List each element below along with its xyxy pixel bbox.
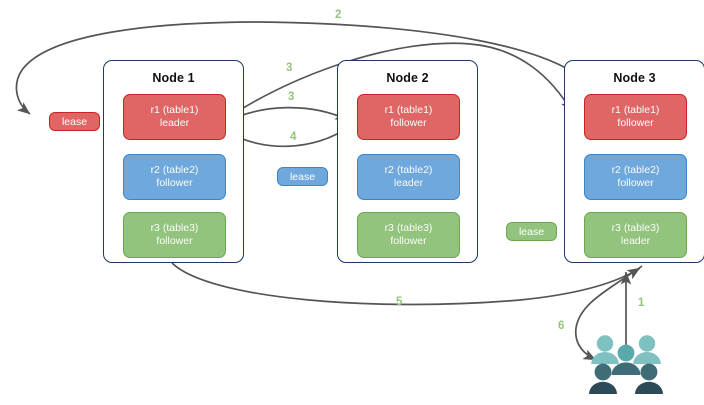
- range-role: follower: [617, 177, 654, 189]
- lease-label: lease: [518, 225, 545, 238]
- range-name: r3 (table3): [150, 222, 199, 234]
- step-label-2: 2: [335, 9, 342, 21]
- arrow-step-5: [171, 262, 641, 306]
- lease-label: lease: [61, 115, 88, 128]
- range-r3-node2[interactable]: r3 (table3) follower: [357, 212, 460, 258]
- range-name: r1 (table1): [384, 104, 433, 116]
- lease-badge-r1[interactable]: lease: [49, 112, 100, 131]
- range-role: follower: [390, 117, 427, 129]
- range-name: r3 (table3): [611, 222, 660, 234]
- range-r2-node3[interactable]: r2 (table2) follower: [584, 154, 687, 200]
- range-name: r2 (table2): [150, 164, 199, 176]
- range-r1-node1[interactable]: r1 (table1) leader: [123, 94, 226, 140]
- range-role: follower: [390, 235, 427, 247]
- arrow-step-3-upper: [221, 42, 573, 122]
- range-r3-node3[interactable]: r3 (table3) leader: [584, 212, 687, 258]
- range-name: r3 (table3): [384, 222, 433, 234]
- range-role: follower: [156, 235, 193, 247]
- range-name: r1 (table1): [150, 104, 199, 116]
- step-label-3-lower: 3: [288, 91, 295, 103]
- step-label-5: 5: [396, 296, 403, 308]
- range-name: r2 (table2): [611, 164, 660, 176]
- step-label-1: 1: [638, 297, 645, 309]
- node-title: Node 2: [386, 71, 429, 85]
- lease-label: lease: [289, 170, 316, 183]
- arrow-step-4: [227, 125, 351, 148]
- step-label-4: 4: [290, 131, 297, 143]
- range-r2-node2[interactable]: r2 (table2) leader: [357, 154, 460, 200]
- lease-badge-r2[interactable]: lease: [277, 167, 328, 186]
- arrow-step-6: [574, 265, 643, 361]
- step-label-3-upper: 3: [286, 62, 293, 74]
- range-role: follower: [156, 177, 193, 189]
- range-role: leader: [620, 235, 651, 247]
- range-role: leader: [393, 177, 424, 189]
- node-title: Node 1: [152, 71, 195, 85]
- lease-badge-r3[interactable]: lease: [506, 222, 557, 241]
- range-r2-node1[interactable]: r2 (table2) follower: [123, 154, 226, 200]
- range-role: follower: [617, 117, 654, 129]
- range-role: leader: [159, 117, 190, 129]
- range-r1-node3[interactable]: r1 (table1) follower: [584, 94, 687, 140]
- users-icon: [589, 335, 663, 394]
- range-r3-node1[interactable]: r3 (table3) follower: [123, 212, 226, 258]
- node-container-node3[interactable]: Node 3 r1 (table1) follower r2 (table2) …: [564, 60, 704, 263]
- range-name: r1 (table1): [611, 104, 660, 116]
- node-container-node2[interactable]: Node 2 r1 (table1) follower r2 (table2) …: [337, 60, 478, 263]
- range-r1-node2[interactable]: r1 (table1) follower: [357, 94, 460, 140]
- node-container-node1[interactable]: Node 1 r1 (table1) leader r2 (table2) fo…: [103, 60, 244, 263]
- step-label-6: 6: [558, 320, 565, 332]
- arrow-step-2: [15, 21, 601, 115]
- range-name: r2 (table2): [384, 164, 433, 176]
- node-title: Node 3: [613, 71, 656, 85]
